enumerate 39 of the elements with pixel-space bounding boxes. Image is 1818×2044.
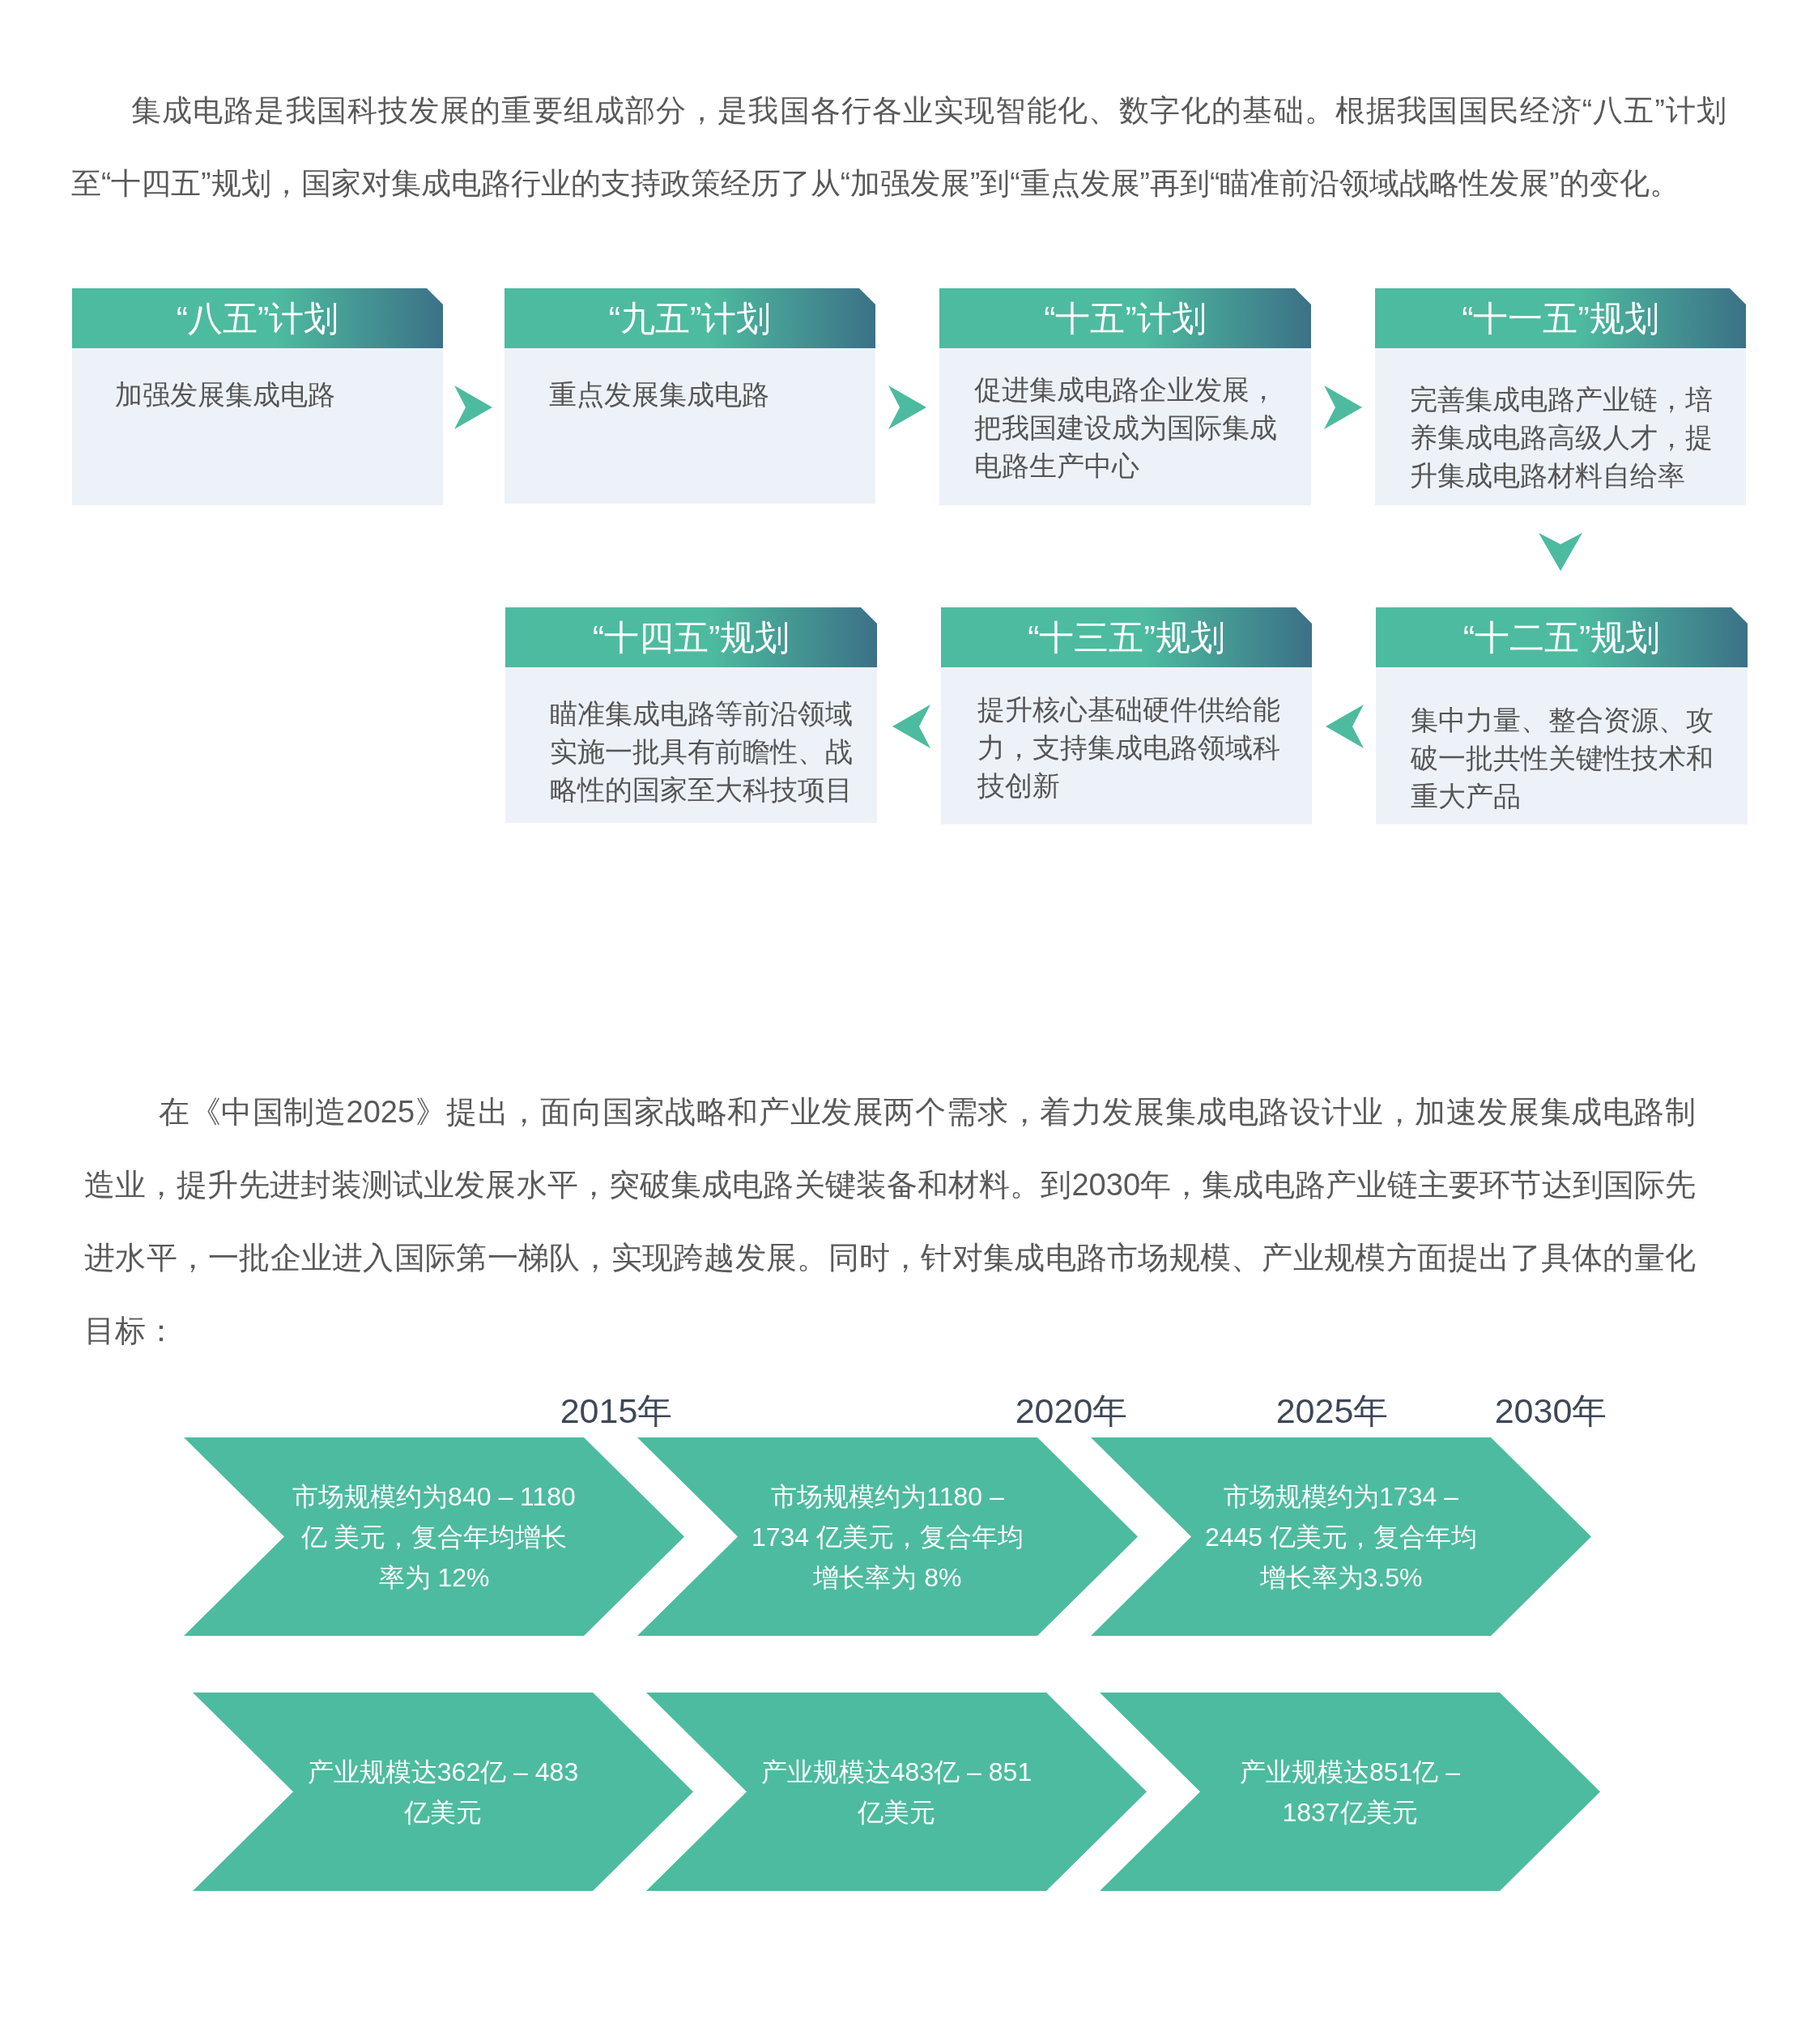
plan-card [941, 607, 1312, 824]
card-header: “十一五”规划 [1375, 288, 1746, 348]
plan-card [1376, 607, 1748, 824]
year-label: 2015年 [560, 1390, 673, 1431]
card-header: “十四五”规划 [505, 607, 877, 667]
plan-card [1375, 288, 1746, 505]
plan-card [939, 288, 1311, 505]
card-text: 瞄准集成电路等前沿领域实施一批具有前瞻性、战略性的国家至大科技项目 [550, 697, 854, 807]
card-text: 促进集成电路企业发展，把我国建设成为国际集成电路生产中心 [974, 373, 1278, 483]
paragraph: 集成电路是我国科技发展的重要组成部分，是我国各行各业实现智能化、数字化的基础。根据我国国民经济“八五”计划至“十四五”规划，国家对集成电路行业的支持政策经历了从“加强发展”到“重点发展”再到“瞄准前沿领域战略性发展”的变化。 [71, 93, 1726, 202]
card-text: 提升核心基础硬件供给能力，支持集成电路领域科技创新 [977, 693, 1281, 803]
year-label: 2025年 [1275, 1390, 1389, 1431]
plan-card [505, 607, 877, 823]
card-header: “十二五”规划 [1376, 607, 1748, 667]
year-label: 2020年 [1015, 1390, 1128, 1431]
plan-card [72, 288, 443, 505]
chevron-text: 产业规模达851亿 – 1837亿美元 [1238, 1756, 1462, 1829]
card-text: 重点发展集成电路 [549, 378, 769, 411]
card-header: “八五”计划 [72, 288, 443, 348]
card-text: 加强发展集成电路 [115, 378, 335, 411]
chevron-step [646, 1693, 1147, 1891]
paragraph: 在《中国制造2025》提出，面向国家战略和产业发展两个需求，着力发展集成电路设计业，加速发展集成电路制造业，提升先进封装测试业发展水平，突破集成电路关键装备和材料。到2030年，集成电路产业链主要环节达到国际先进水平，一批企业进入国际第一梯队，实现跨越发展。同时，针对集成电路市场规模、产业规模方面提出了具体的量化目标： [84, 1094, 1696, 1349]
card-text: 完善集成电路产业链，培养集成电路高级人才，提升集成电路材料自给率 [1410, 383, 1714, 492]
chevron-step [1100, 1693, 1600, 1891]
chevron-step [184, 1437, 684, 1636]
chevron-text: 市场规模约为1734 – 2445 亿美元，复合年均增长率为3.5% [1203, 1480, 1479, 1594]
chevron-text: 市场规模约为1180 – 1734 亿美元，复合年均增长率为 8% [750, 1480, 1025, 1594]
chevron-text: 产业规模达483亿 – 851亿美元 [760, 1756, 1033, 1829]
chevron-text: 市场规模约为840 – 1180 亿 美元，复合年均增长率为 12% [292, 1480, 577, 1594]
card-header: “九五”计划 [505, 288, 875, 348]
plan-card [505, 288, 875, 504]
card-header: “十五”计划 [939, 288, 1311, 348]
chevron-text: 产业规模达362亿 – 483亿美元 [306, 1756, 580, 1829]
card-text: 集中力量、整合资源、攻破一批共性关键性技术和重大产品 [1411, 704, 1714, 813]
chevron-step [1091, 1437, 1591, 1636]
year-label: 2030年 [1494, 1390, 1607, 1431]
card-header: “十三五”规划 [941, 607, 1312, 667]
chevron-step [193, 1693, 693, 1891]
chevron-step [637, 1437, 1138, 1636]
